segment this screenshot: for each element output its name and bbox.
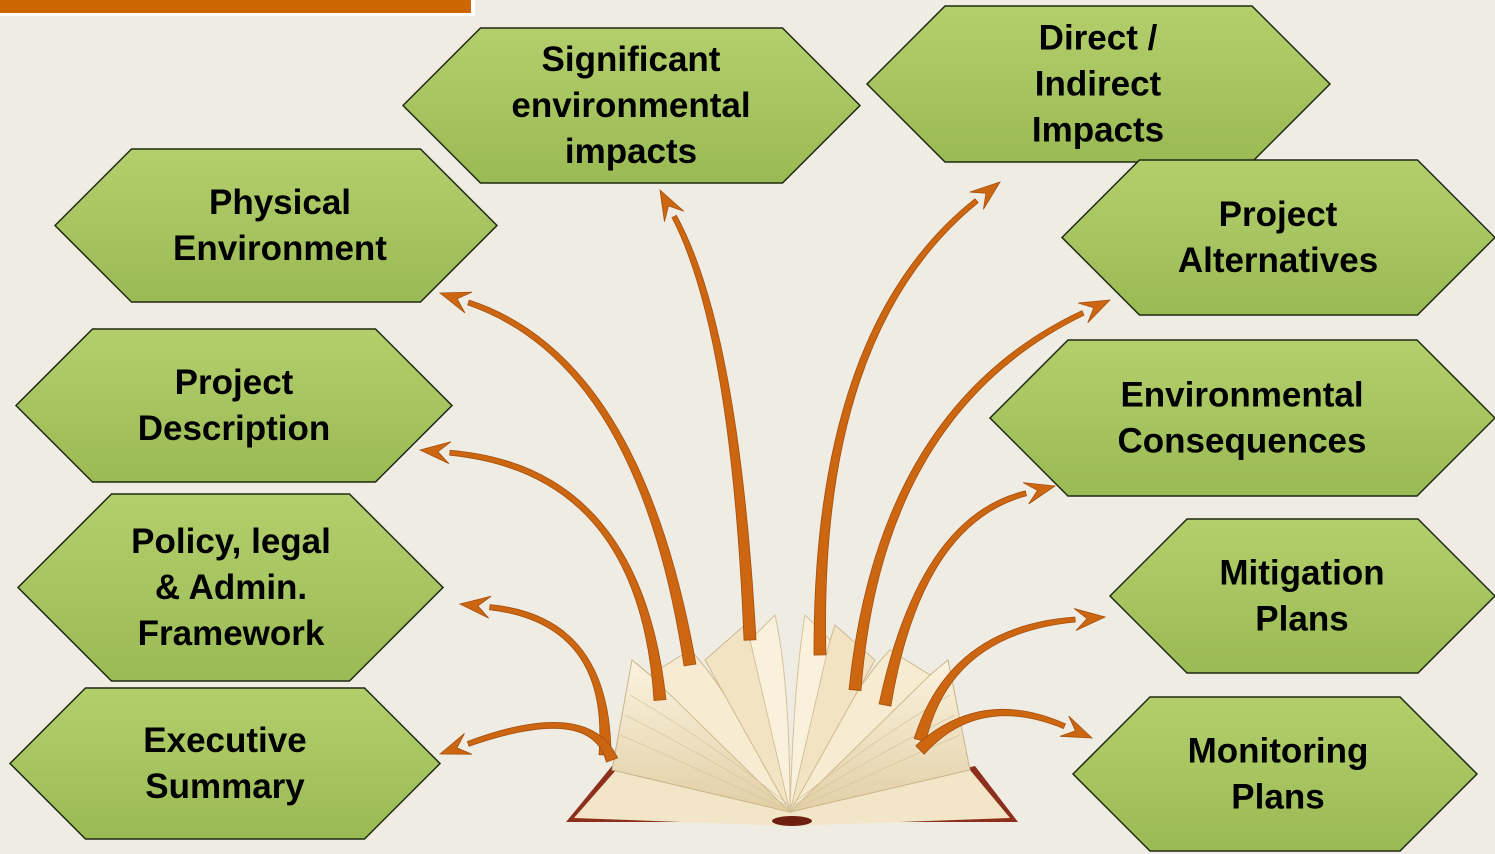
arrow-shaft — [467, 299, 697, 667]
hexagon-shape — [1071, 696, 1479, 852]
hexagon-label-line: Environmental — [1120, 376, 1363, 415]
arrow-shaft — [449, 449, 667, 701]
hexagon-label-line: Summary — [145, 767, 305, 806]
arrows-layer — [418, 181, 1112, 763]
hexagon-label-line: Environment — [173, 229, 387, 268]
hexagon-shape — [53, 148, 499, 303]
arrow-shaft — [489, 604, 612, 756]
hexagon-label-line: Framework — [138, 614, 325, 653]
hexagon-label-line: Project — [175, 363, 294, 402]
hexagon-label-line: Policy, legal — [131, 522, 331, 561]
arrow-head — [418, 441, 452, 465]
arrow-shaft — [813, 198, 979, 656]
arrow-to-physical-environment — [438, 291, 697, 667]
hexagon-label-line: Plans — [1231, 778, 1324, 817]
hexagon-shape — [14, 328, 454, 483]
hexagon-shape — [1060, 159, 1495, 316]
arrow-to-executive-summary — [438, 721, 619, 763]
hexagon-label-line: Project — [1219, 195, 1338, 234]
header-bar — [0, 0, 475, 16]
hexagon-significant-impacts: Significant environmental impacts — [401, 27, 862, 184]
arrow-to-direct-indirect-impacts — [813, 181, 1001, 656]
hexagon-shape — [16, 493, 445, 682]
hexagon-label-line: Physical — [209, 183, 351, 222]
hexagon-shape — [988, 339, 1495, 497]
hexagon-label-line: Indirect — [1035, 65, 1162, 104]
hexagon-shape — [401, 27, 862, 184]
hexagon-label-line: & Admin. — [155, 568, 307, 607]
hexagon-label-line: Plans — [1255, 600, 1348, 639]
hexagon-label-line: Significant — [542, 40, 721, 79]
arrow-head — [1078, 299, 1112, 324]
hexagon-label-line: Monitoring — [1188, 732, 1369, 771]
arrow-to-monitoring-plans — [915, 709, 1094, 755]
hexagon-label-line: Impacts — [1032, 111, 1164, 150]
hexagon-shape — [1108, 518, 1495, 674]
arrow-shaft — [466, 721, 619, 763]
arrow-shaft — [913, 616, 1076, 743]
arrow-head — [438, 733, 473, 755]
arrow-to-policy-legal-admin — [458, 595, 612, 756]
arrow-to-significant-impacts — [659, 188, 757, 641]
hexagon-label-line: Description — [138, 409, 331, 448]
arrow-head — [1023, 482, 1057, 505]
hexagon-label-line: Mitigation — [1219, 554, 1384, 593]
arrow-head — [438, 291, 473, 314]
hexagon-shape — [8, 687, 442, 840]
arrow-head — [1059, 715, 1094, 739]
arrow-to-project-alternatives — [848, 299, 1112, 691]
arrow-head — [969, 181, 1001, 210]
hexagon-label-line: Consequences — [1118, 422, 1367, 461]
hexagon-label-line: impacts — [565, 132, 697, 171]
hexagon-label-line: Alternatives — [1178, 241, 1378, 280]
arrow-shaft — [878, 490, 1028, 707]
hexagon-label-line: environmental — [511, 86, 750, 125]
hexagon-label-line: Direct / — [1039, 19, 1158, 58]
arrow-shaft — [915, 709, 1066, 755]
arrow-to-environmental-consequences — [878, 482, 1057, 707]
arrow-head — [659, 188, 685, 222]
hexagon-policy-legal-admin: Policy, legal & Admin. Framework — [16, 493, 445, 682]
arrow-head — [458, 595, 492, 619]
hexagon-shape — [865, 5, 1332, 163]
arrow-shaft — [848, 310, 1085, 691]
hexagon-label-line: Executive — [143, 721, 306, 760]
arrow-to-mitigation-plans — [913, 608, 1107, 743]
open-book-icon — [566, 613, 1018, 826]
arrow-to-project-description — [418, 441, 667, 701]
arrow-shaft — [671, 214, 757, 641]
arrow-head — [1073, 608, 1107, 631]
